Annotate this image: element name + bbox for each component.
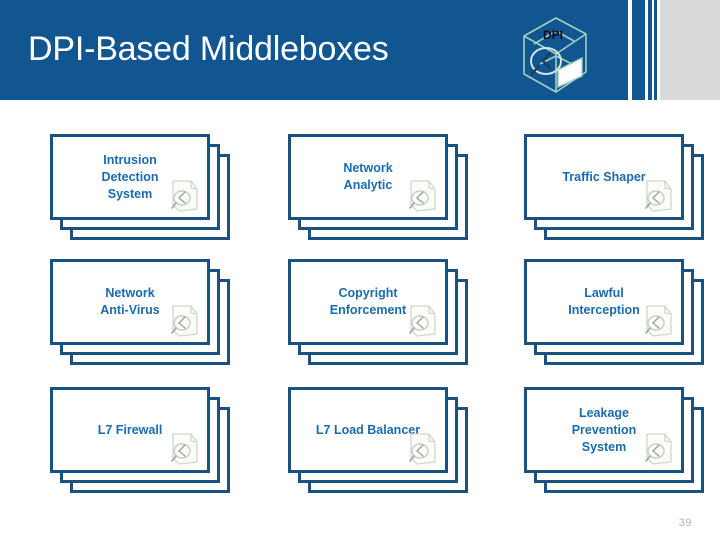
card-intrusion-detection-system[interactable]: Intrusion Detection System [50,134,230,240]
card-l7-load-balancer[interactable]: L7 Load Balancer [288,387,468,493]
card-label: L7 Firewall [97,422,163,437]
dpi-logo-label: DPI [543,28,564,42]
card-l7-firewall[interactable]: L7 Firewall [50,387,230,493]
middlebox-card-grid: Intrusion Detection System Network Analy… [0,100,720,540]
header-stripe-2 [645,0,648,100]
page-number: 39 [678,517,692,529]
header-band: DPI-Based Middleboxes [0,0,720,100]
card-label: Lawful Interception [568,286,640,317]
card-leakage-prevention-system[interactable]: Leakage Prevention System [524,387,704,493]
card-label: Copyright Enforcement [329,286,407,317]
card-label: Network Analytic [343,161,393,192]
card-network-analytic[interactable]: Network Analytic [288,134,468,240]
card-network-anti-virus[interactable]: Network Anti-Virus [50,259,230,365]
card-copyright-enforcement[interactable]: Copyright Enforcement [288,259,468,365]
card-label: Traffic Shaper [562,169,646,184]
card-traffic-shaper[interactable]: Traffic Shaper [524,134,704,240]
card-stack-layer-front [50,387,210,473]
page-title: DPI-Based Middleboxes [28,30,389,68]
header-stripe-4 [657,0,660,100]
header-stripe-1 [628,0,632,100]
card-label: Leakage Prevention System [571,405,637,454]
dpi-box-icon: DPI [516,14,594,98]
card-label: L7 Load Balancer [315,422,421,437]
header-gray-block [660,0,720,100]
card-label: Intrusion Detection System [101,152,159,201]
card-lawful-interception[interactable]: Lawful Interception [524,259,704,365]
card-label: Network Anti-Virus [100,286,160,317]
header-stripe-3 [652,0,654,100]
